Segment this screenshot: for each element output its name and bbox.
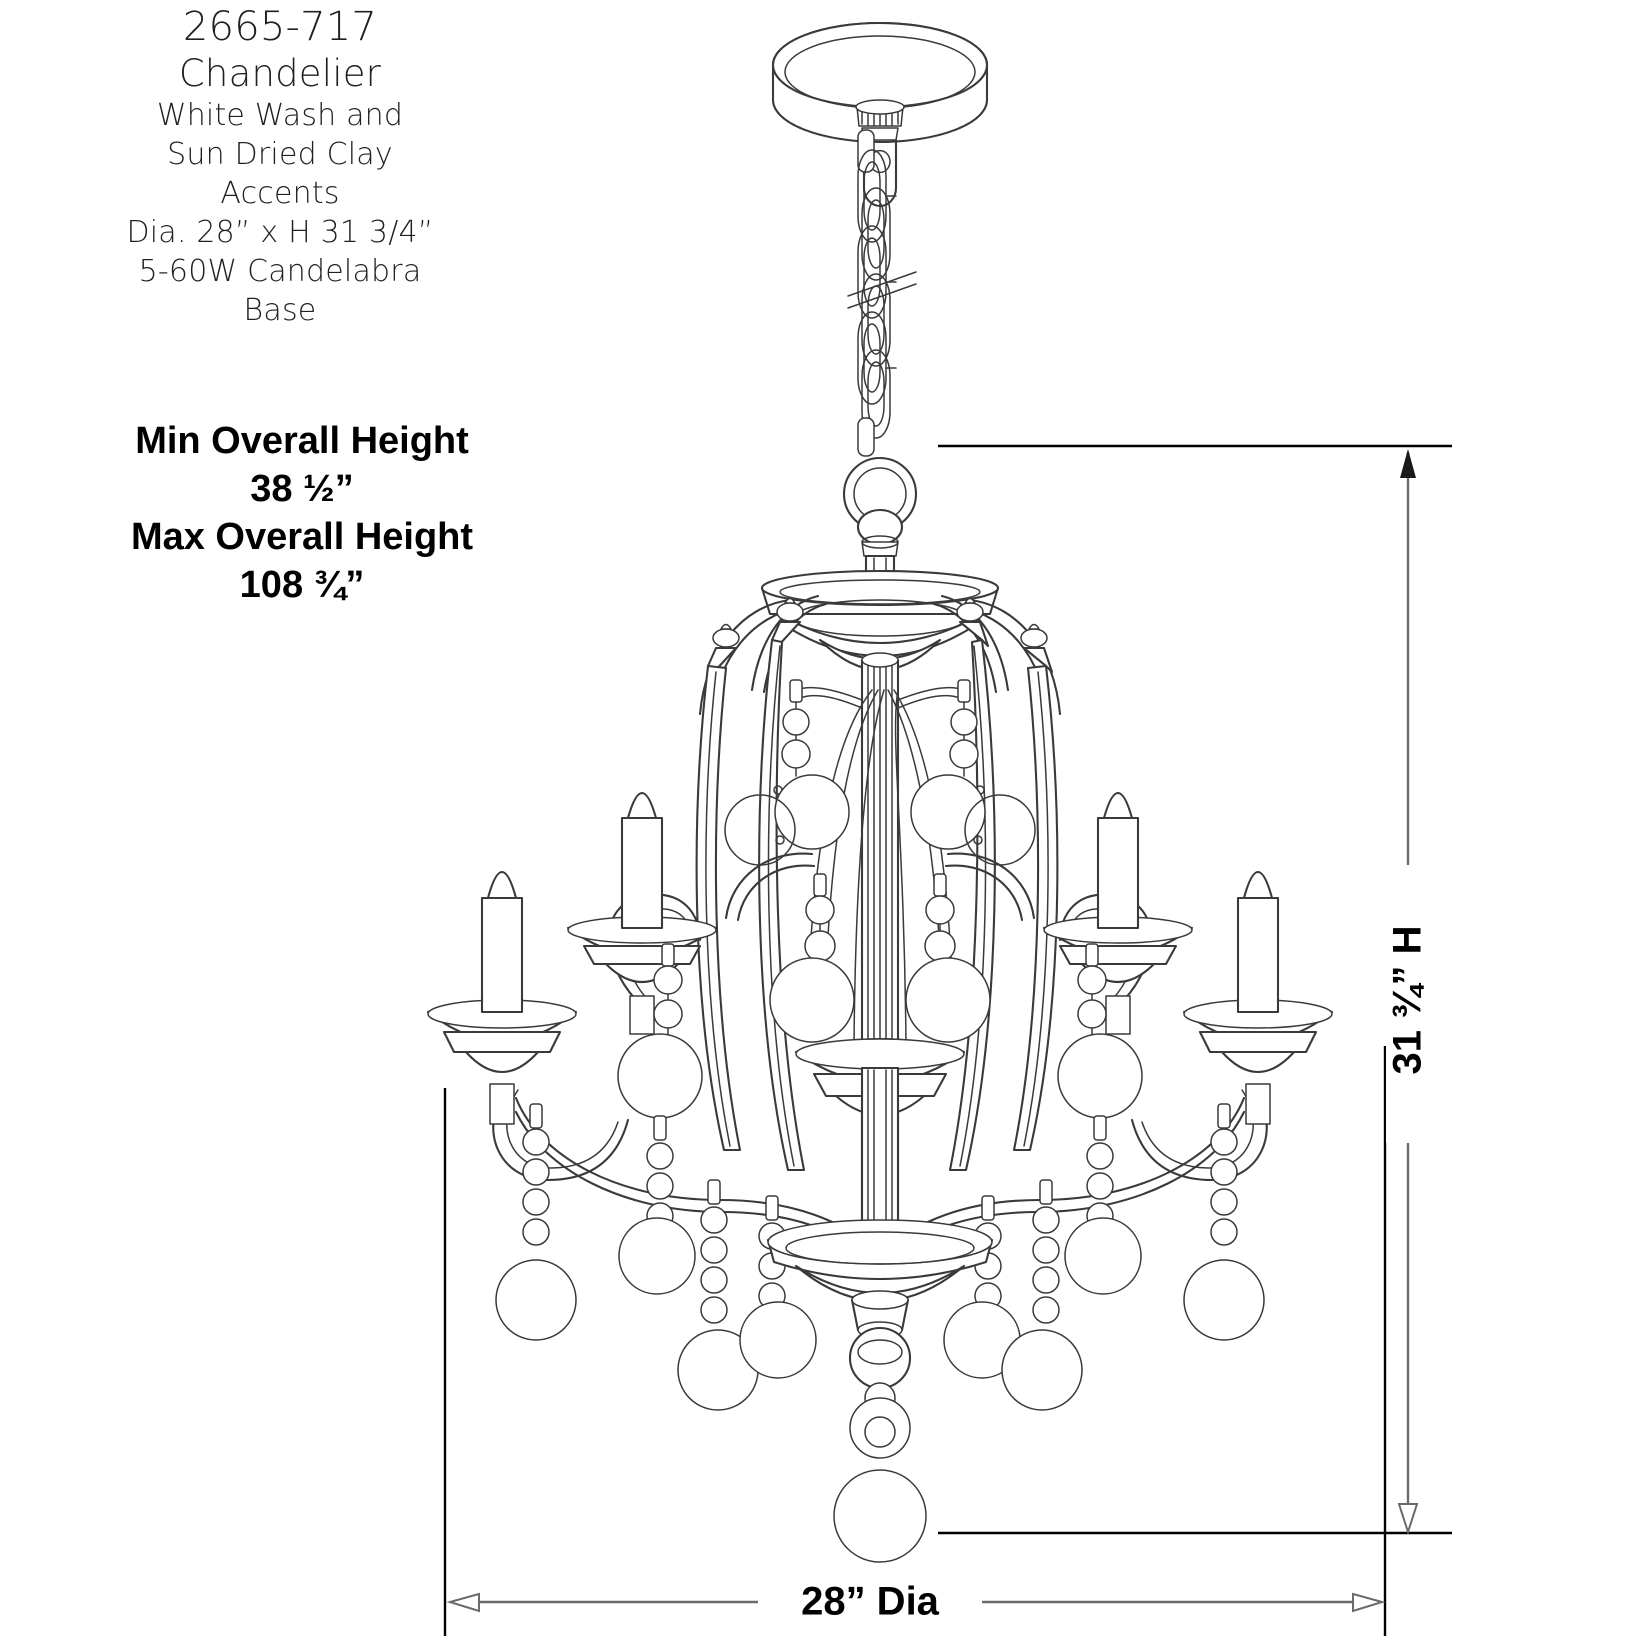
max-overall-height-value: 108 ¾”: [239, 563, 365, 606]
diameter-dimension-label: 28” Dia: [801, 1579, 939, 1624]
product-info-block: 2665-717 Chandelier White Wash and Sun D…: [110, 4, 450, 330]
mid-scroll-arms: [724, 852, 1036, 922]
diameter-arrow-right: [1352, 1592, 1386, 1613]
candle-arm: [426, 870, 630, 1182]
bead-drop: [905, 873, 991, 1043]
bead-drop: [1001, 1179, 1083, 1411]
ceiling-canopy: [771, 21, 989, 208]
height-label-knockout: [1386, 865, 1432, 1143]
center-bobeche: [794, 1037, 966, 1238]
product-finish-2: Sun Dried Clay Accents: [167, 137, 393, 212]
bead-drop: [769, 873, 855, 1043]
product-dimensions: Dia. 28” x H 31 3/4”: [126, 215, 434, 251]
bead-drop: [1183, 1103, 1265, 1341]
bottom-bowl-finial: [766, 1219, 994, 1563]
overall-height-callout: Min Overall Height 38 ½” Max Overall Hei…: [92, 418, 512, 610]
min-overall-height-value: 38 ½”: [250, 467, 354, 510]
product-type: Chandelier: [178, 52, 382, 96]
cage-post-right-outer: [1012, 623, 1059, 1152]
height-arrow-top: [1400, 449, 1416, 478]
bead-drop: [677, 1179, 759, 1411]
height-arrow-bottom: [1397, 1503, 1419, 1536]
height-dimension-label: 31 ¾” H: [1385, 925, 1430, 1075]
cage-post-left-outer: [695, 623, 742, 1152]
diameter-label-knockout: [758, 1572, 982, 1634]
min-overall-height-label: Min Overall Height: [135, 420, 469, 462]
bead-drop: [774, 679, 850, 850]
candle-arm: [566, 792, 718, 1035]
suspension-chain: [847, 129, 917, 457]
crown-hub: [760, 569, 1000, 671]
bead-drop: [618, 1115, 696, 1295]
bead-drop: [910, 679, 986, 850]
bead-drop: [1057, 943, 1143, 1119]
max-overall-height-label: Max Overall Height: [130, 515, 474, 558]
chain-break-symbol: [847, 271, 917, 309]
product-finish-1: White Wash and: [156, 98, 404, 134]
bead-drop: [1064, 1115, 1142, 1295]
cage-post-right-inner: [948, 597, 996, 1172]
product-sku: 2665-717: [182, 4, 378, 50]
candle-arm: [1130, 870, 1334, 1182]
mid-bead-drops: [617, 873, 1143, 1119]
bead-drop: [617, 943, 703, 1119]
upper-bead-drops: [724, 679, 1036, 866]
lower-bead-drops: [495, 1103, 1265, 1411]
diameter-arrow-left: [446, 1592, 480, 1613]
bead-drop: [495, 1103, 577, 1341]
candle-arm: [1042, 792, 1194, 1035]
product-socket: 5-60W Candelabra Base: [138, 254, 422, 329]
bead-drop: [943, 1195, 1021, 1379]
